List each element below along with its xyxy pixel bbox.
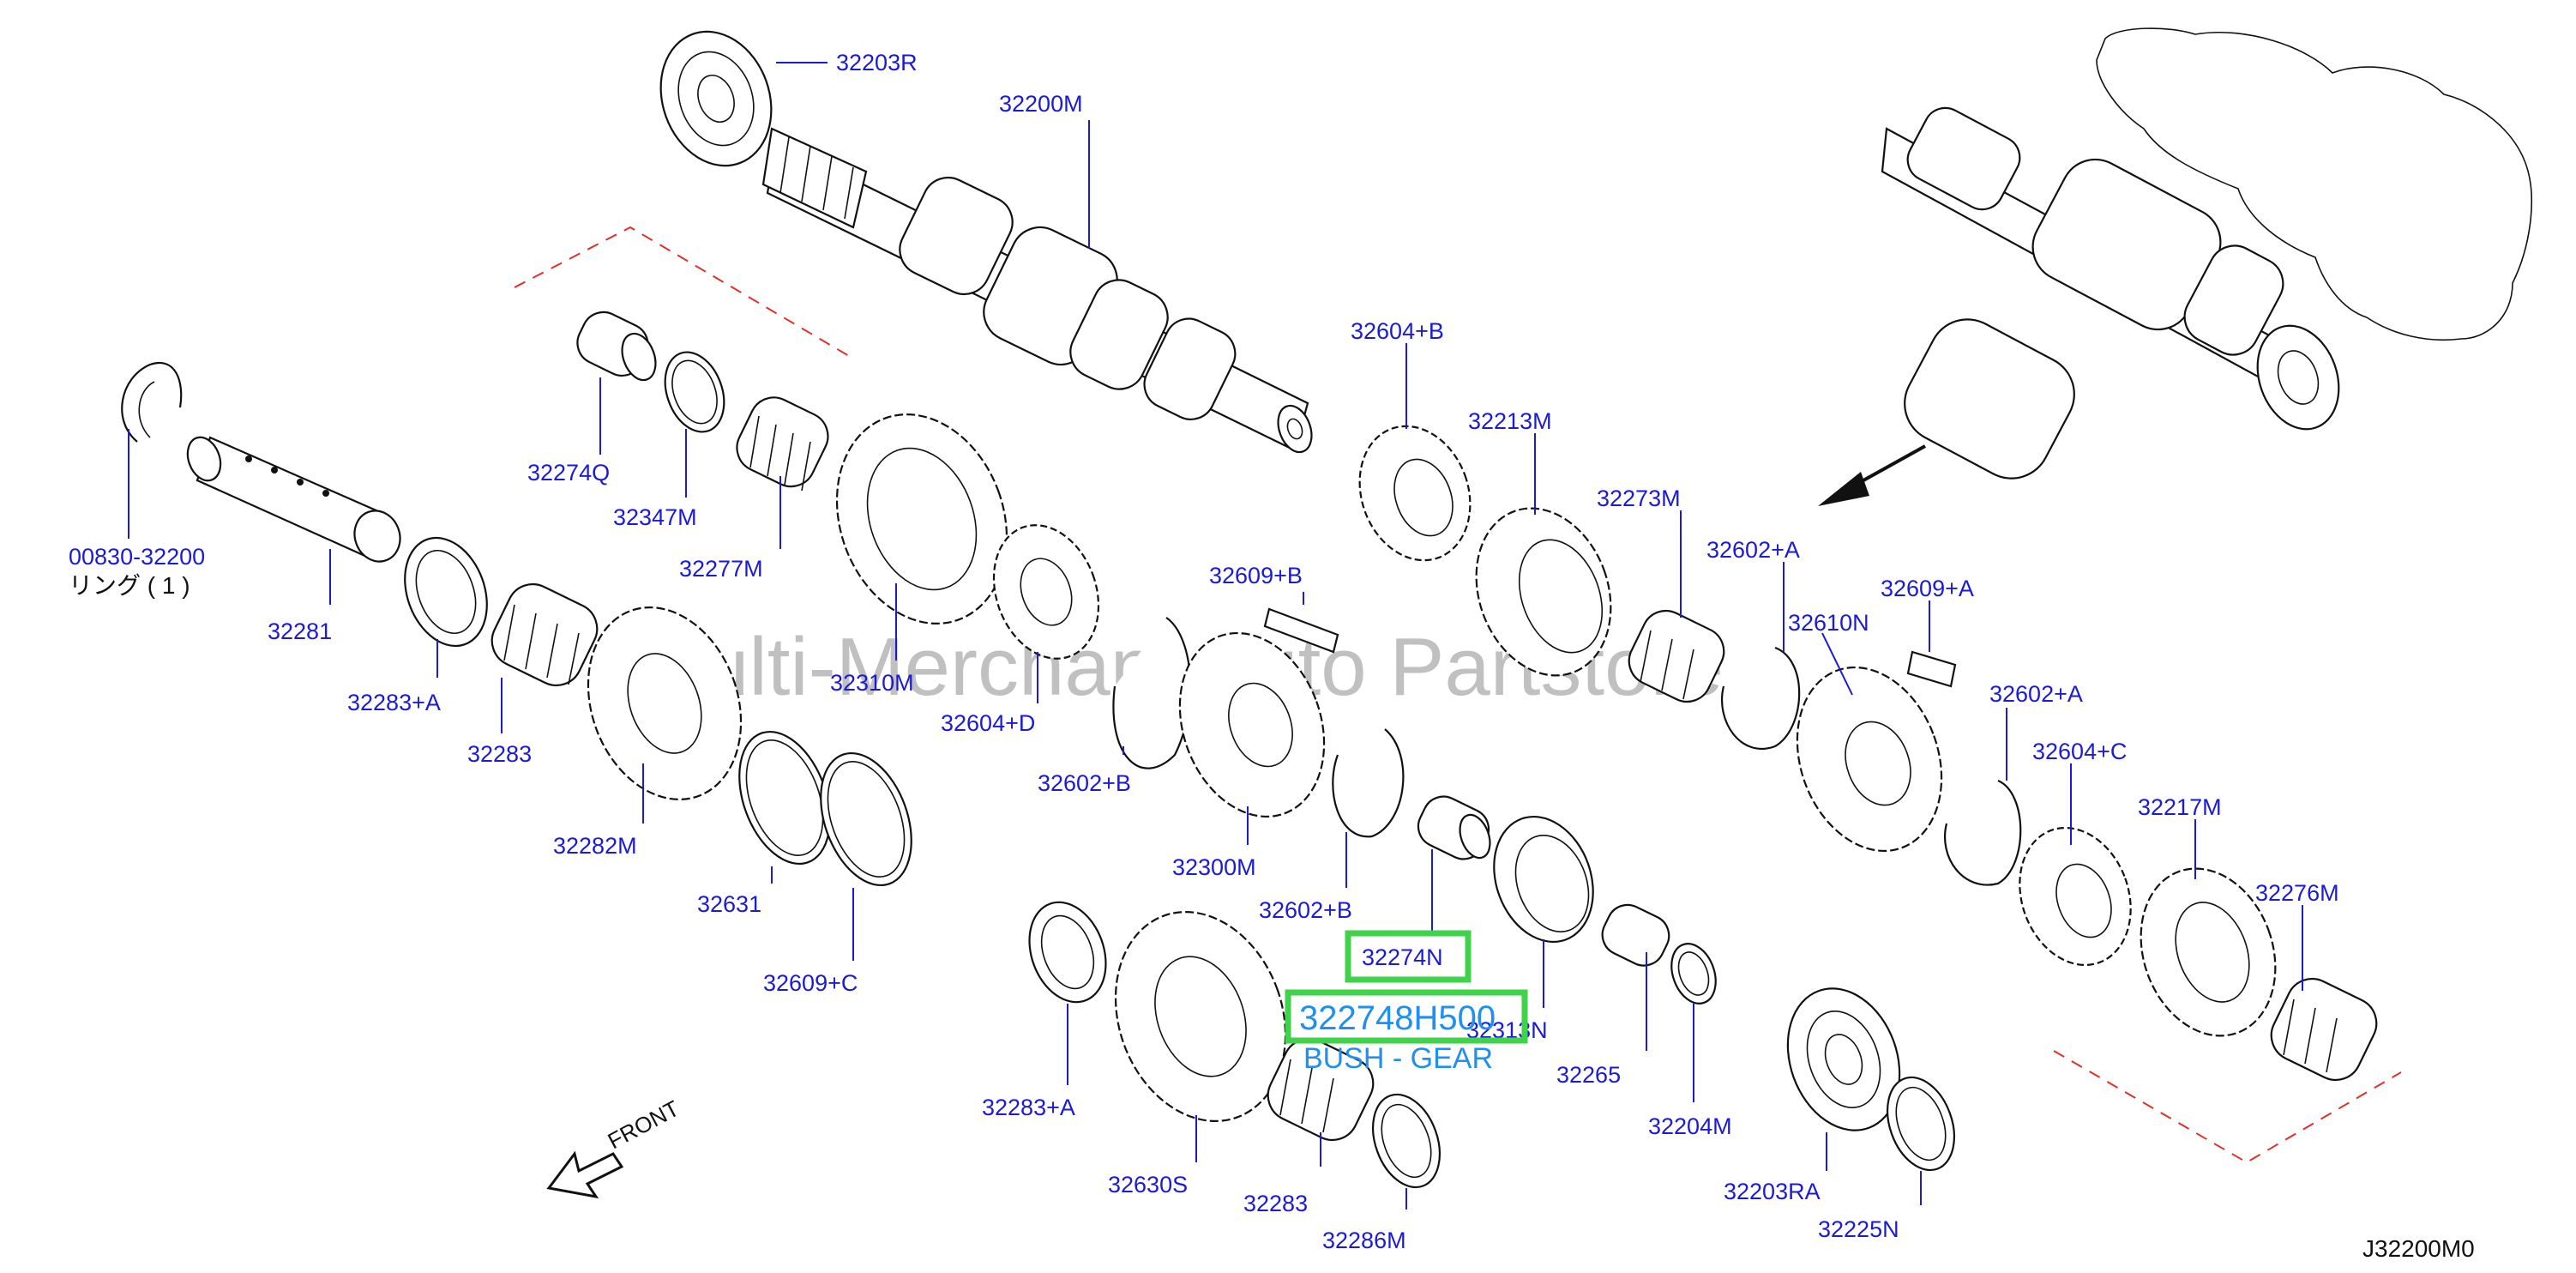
label-32276M[interactable]: 32276M: [2255, 880, 2339, 906]
label-32602B-lower[interactable]: 32602+B: [1259, 897, 1352, 923]
shaft-32281[interactable]: [182, 432, 406, 568]
label-32283-upper[interactable]: 32283: [467, 741, 532, 767]
label-32604B[interactable]: 32604+B: [1351, 318, 1444, 344]
bush-32274Q[interactable]: [570, 305, 661, 385]
needle-bearing-32283[interactable]: [484, 576, 606, 694]
front-arrow-icon: [546, 1150, 624, 1199]
washer-32204M[interactable]: [1664, 938, 1724, 1010]
hub-32604D[interactable]: [976, 510, 1116, 673]
main-shaft-32200M[interactable]: [761, 127, 1317, 456]
gear-32282M[interactable]: [563, 586, 767, 821]
label-00830-32200[interactable]: 00830-32200: [69, 544, 205, 570]
washer-32225N[interactable]: [1875, 1068, 1966, 1179]
assembled-view-case-outline: [2096, 27, 2532, 341]
gear-32310M[interactable]: [809, 390, 1035, 648]
hub-32604B[interactable]: [1341, 411, 1488, 576]
key-32609A[interactable]: [1906, 650, 1957, 688]
label-32609C[interactable]: 32609+C: [763, 970, 858, 996]
snap-ring-32602B-lower[interactable]: [1332, 728, 1405, 838]
snap-ring-00830-32200[interactable]: [121, 362, 183, 443]
label-32300M[interactable]: 32300M: [1172, 854, 1256, 880]
front-label: FRONT: [604, 1095, 683, 1155]
part-labels: 32203R 32200M 32604+B 32213M 32273M 3260…: [69, 50, 2339, 1253]
assembled-view-shaft: [1881, 106, 2340, 480]
label-32286M[interactable]: 32286M: [1322, 1228, 1406, 1253]
needle-bearing-32283-lower[interactable]: [1260, 1030, 1382, 1149]
diagram-code: J32200M0: [2362, 1235, 2475, 1262]
gear-32610N[interactable]: [1773, 647, 1966, 871]
label-32203RA[interactable]: 32203RA: [1724, 1179, 1821, 1204]
label-32204M[interactable]: 32204M: [1648, 1113, 1732, 1139]
label-32604C[interactable]: 32604+C: [2032, 739, 2127, 764]
seal-32283A[interactable]: [390, 527, 501, 658]
needle-bearing-32276M[interactable]: [2263, 970, 2386, 1089]
label-32277M[interactable]: 32277M: [679, 556, 763, 582]
label-32347M[interactable]: 32347M: [613, 504, 697, 530]
label-32274Q[interactable]: 32274Q: [527, 460, 610, 486]
highlight-ref-label[interactable]: 32274N: [1362, 944, 1443, 970]
snap-ring-32602B-upper[interactable]: [1112, 617, 1192, 769]
hub-32604C[interactable]: [2001, 812, 2150, 981]
arrow-direction-icon: [1818, 444, 1926, 506]
label-32609B[interactable]: 32609+B: [1209, 563, 1303, 588]
snap-ring-32602A-lower[interactable]: [1944, 779, 2022, 886]
label-32604D[interactable]: 32604+D: [941, 710, 1035, 736]
highlight-callout[interactable]: 32274N 322748H500 BUSH - GEAR: [1285, 930, 1528, 1075]
gear-32630S[interactable]: [1087, 888, 1314, 1145]
leader-lines: [128, 62, 2303, 1210]
highlight-description: BUSH - GEAR: [1303, 1042, 1493, 1075]
label-32602A-upper[interactable]: 32602+A: [1706, 537, 1800, 563]
label-32631[interactable]: 32631: [697, 891, 761, 917]
highlight-ref-box: [1345, 930, 1472, 983]
label-32281[interactable]: 32281: [268, 618, 332, 644]
highlight-part-number[interactable]: 322748H500: [1299, 999, 1496, 1037]
bracket-left-dashed: [514, 226, 850, 357]
bearing-32203R[interactable]: [642, 16, 789, 182]
bearing-32203RA[interactable]: [1769, 973, 1919, 1146]
collar-32265[interactable]: [1596, 898, 1676, 973]
label-32283-lower[interactable]: 32283: [1243, 1191, 1308, 1216]
label-32282M[interactable]: 32282M: [553, 833, 637, 859]
ring-32609C[interactable]: [804, 740, 929, 897]
label-32602B-upper[interactable]: 32602+B: [1038, 770, 1131, 796]
needle-bearing-32273M[interactable]: [1621, 603, 1731, 710]
seal-32283A-lower[interactable]: [1016, 891, 1119, 1012]
gear-32300M[interactable]: [1155, 612, 1349, 836]
gear-32217M[interactable]: [2118, 849, 2297, 1054]
needle-bearing-32277M[interactable]: [729, 389, 836, 495]
label-32203R[interactable]: 32203R: [836, 50, 918, 75]
key-32609B[interactable]: [1263, 607, 1339, 654]
washer-32347M[interactable]: [655, 344, 735, 440]
washer-32286M[interactable]: [1361, 1085, 1452, 1197]
ring-32631[interactable]: [723, 719, 847, 876]
label-32200M[interactable]: 32200M: [999, 91, 1083, 117]
snap-ring-32602A-upper[interactable]: [1721, 646, 1801, 750]
label-32283A-upper[interactable]: 32283+A: [347, 690, 441, 715]
label-32609A[interactable]: 32609+A: [1881, 576, 1974, 601]
label-32310M[interactable]: 32310M: [830, 670, 914, 696]
label-32217M[interactable]: 32217M: [2138, 794, 2222, 820]
highlight-partnumber-box: [1285, 989, 1528, 1044]
gear-32213M[interactable]: [1454, 489, 1633, 694]
label-32273M[interactable]: 32273M: [1597, 486, 1681, 511]
bush-32274N[interactable]: [1411, 790, 1496, 866]
label-32610N[interactable]: 32610N: [1788, 610, 1869, 636]
label-32283A-lower[interactable]: 32283+A: [982, 1095, 1075, 1120]
label-32213M[interactable]: 32213M: [1468, 408, 1552, 434]
label-32225N[interactable]: 32225N: [1818, 1216, 1899, 1242]
label-32602A-lower[interactable]: 32602+A: [1989, 681, 2083, 707]
label-32630S[interactable]: 32630S: [1108, 1172, 1188, 1198]
label-ring-note: リング ( 1 ): [69, 572, 190, 599]
label-32265[interactable]: 32265: [1556, 1062, 1621, 1088]
sleeve-32313N[interactable]: [1478, 803, 1610, 956]
